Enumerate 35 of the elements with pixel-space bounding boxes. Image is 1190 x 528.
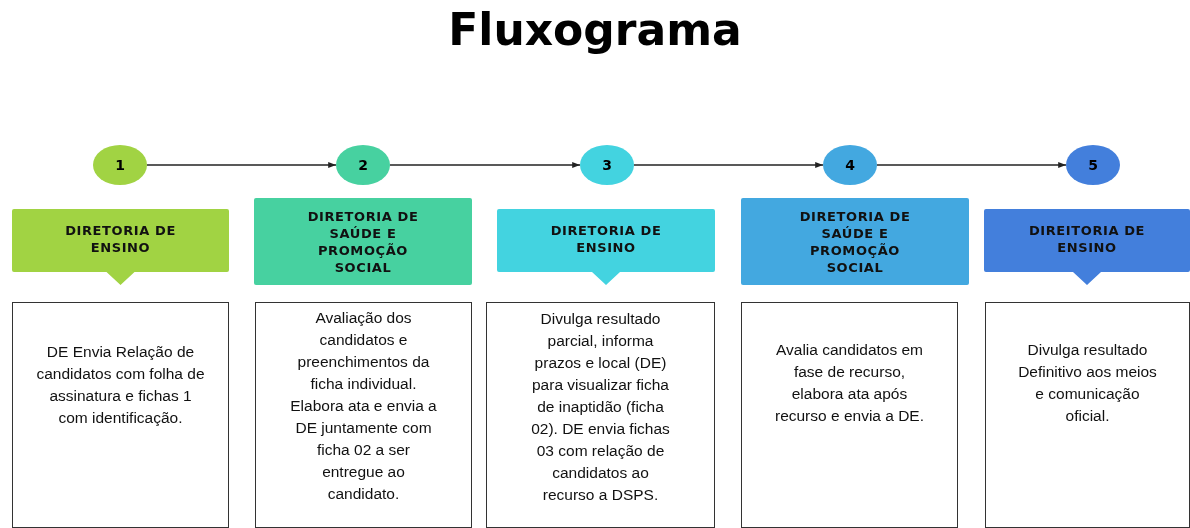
step-number-circle	[823, 145, 877, 185]
step-description: Divulga resultado parcial, informa prazos e local (DE) para visualizar ficha de inaptidão (ficha 02). DE envia fichas 03 com relação de candidatos ao recurso a DSPS.	[530, 309, 671, 505]
step-number: 1	[115, 157, 125, 173]
step-number-circle	[580, 145, 634, 185]
header-box	[741, 198, 969, 285]
description-box	[255, 302, 472, 528]
step-description: Divulga resultado Definitivo aos meios e comunicação oficial.	[1017, 340, 1158, 426]
description-box	[741, 302, 958, 528]
department-name: DIRETORIA DE ENSINO	[64, 222, 177, 256]
step-number-circle	[336, 145, 390, 185]
header-box	[254, 198, 472, 285]
arrow	[389, 161, 581, 169]
department-name: DIRETORIA DE SAÚDE E PROMOÇÃO SOCIAL	[798, 207, 912, 276]
step-number-circle	[1066, 145, 1120, 185]
callout-box	[12, 209, 229, 285]
step-number: 3	[602, 157, 612, 173]
step-description: Avaliação dos candidatos e preenchimentos da ficha individual. Elabora ata e envia a DE juntamente com ficha 02 a ser entregue ao candidato.	[290, 308, 437, 504]
step-number: 4	[845, 157, 855, 173]
arrow	[633, 161, 824, 169]
department-name: DIREITORIA DE ENSINO	[1027, 222, 1147, 256]
department-name: DIRETORIA DE SAÚDE E PROMOÇÃO SOCIAL	[306, 207, 420, 276]
step-number: 2	[358, 157, 368, 173]
diagram-title: Fluxograma	[447, 4, 743, 55]
step-description: DE Envia Relação de candidatos com folha de assinatura e fichas 1 com identificação.	[35, 342, 206, 428]
callout-box	[497, 209, 715, 285]
step-description: Avalia candidatos em fase de recurso, elabora ata após recurso e envia a DE.	[773, 340, 925, 426]
step-number: 5	[1088, 157, 1098, 173]
description-box	[12, 302, 229, 528]
arrow	[876, 161, 1067, 169]
step-number-circle	[93, 145, 147, 185]
department-name: DIRETORIA DE ENSINO	[549, 222, 663, 256]
callout-box	[984, 209, 1190, 285]
description-box	[985, 302, 1190, 528]
description-box	[486, 302, 715, 528]
arrow	[146, 161, 337, 169]
